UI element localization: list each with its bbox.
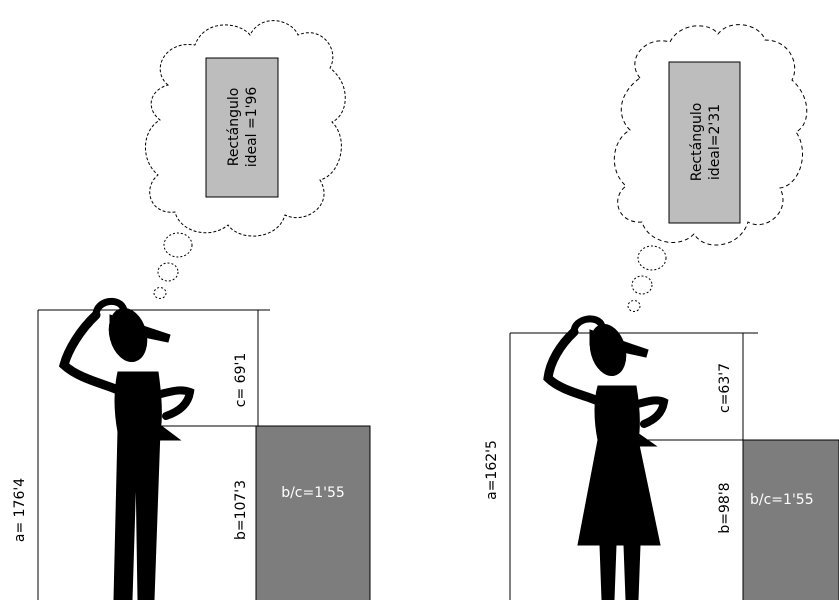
thought-text-woman-line1: Rectángulo [689, 103, 705, 182]
height-label-man: a= 176'4 [12, 478, 28, 542]
figure-woman: Rectángulo ideal=2'31 b/c=1'55 a=162'5 c… [484, 24, 839, 600]
thought-text-man-line2: ideal =1'96 [244, 87, 260, 168]
man-silhouette [58, 297, 195, 600]
thought-bubble-5 [631, 275, 653, 295]
lower-label-man: b=107'3 [233, 480, 249, 540]
golden-rectangle-woman [742, 439, 839, 600]
upper-label-woman: c=63'7 [717, 363, 733, 413]
thought-bubble-6 [627, 300, 641, 312]
upper-label-man: c= 69'1 [233, 353, 249, 407]
ratio-label-man: b/c=1'55 [281, 485, 345, 501]
thought-bubble-1 [163, 232, 193, 258]
ideal-rectangle-box-man [205, 57, 279, 198]
ratio-label-woman: b/c=1'55 [750, 492, 814, 508]
height-label-woman: a=162'5 [484, 440, 500, 500]
thought-bubble-2 [157, 262, 179, 282]
thought-bubble-4 [637, 245, 667, 271]
figure-man: Rectángulo ideal =1'96 b/c=1'55 a= 176'4… [12, 20, 371, 600]
thought-bubble-3 [153, 287, 167, 299]
thought-text-woman-line2: ideal=2'31 [707, 104, 723, 180]
ideal-rectangle-box-woman [668, 61, 741, 224]
thought-cloud-woman [613, 24, 808, 246]
woman-silhouette [543, 315, 669, 600]
thought-cloud-man [145, 20, 346, 237]
thought-text-man-line1: Rectángulo [226, 88, 242, 167]
lower-label-woman: b=98'8 [717, 482, 733, 533]
golden-rectangle-man [255, 425, 371, 600]
